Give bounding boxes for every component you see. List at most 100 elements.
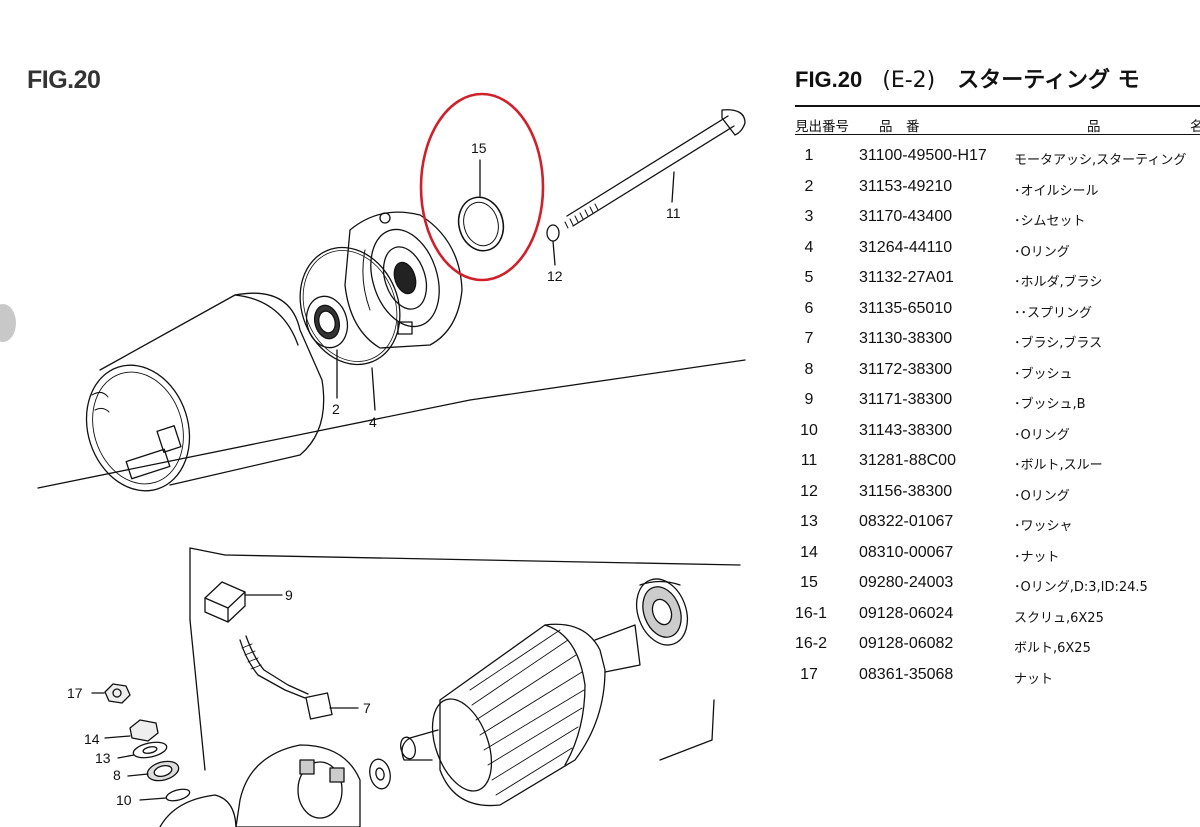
row-number: 13 xyxy=(800,513,818,530)
title-code: (E-2) xyxy=(882,68,936,93)
row-number: 10 xyxy=(800,421,818,439)
row-number: 14 xyxy=(800,543,818,561)
row-part-number: 09128-06024 xyxy=(859,604,954,622)
oil-seal xyxy=(305,295,349,399)
callout-10: 10 xyxy=(116,792,132,808)
row-part-number: 31281-88C00 xyxy=(859,452,956,469)
callout-17: 17 xyxy=(67,685,83,701)
row-part-number: 31264-44110 xyxy=(859,238,953,256)
o-ring-4 xyxy=(299,246,401,411)
row-description: ･オイルシール xyxy=(1014,183,1099,199)
header-extra: 名 xyxy=(1190,119,1200,135)
diagram-frame xyxy=(37,359,746,771)
row-number: 1 xyxy=(804,147,814,164)
armature xyxy=(400,623,641,807)
row-number: 8 xyxy=(804,360,814,378)
row-description: ･Oリング xyxy=(1014,244,1070,260)
row-part-number: 31132-27A01 xyxy=(859,269,954,286)
title-fig: FIG.20 xyxy=(795,67,863,92)
o-ring-12 xyxy=(546,224,560,266)
callout-7: 7 xyxy=(363,700,371,716)
row-number: 15 xyxy=(800,574,818,591)
row-description: ･ボルト,スルー xyxy=(1014,458,1103,473)
figure-label: FIG.20 xyxy=(27,66,101,94)
armature-bearing xyxy=(635,578,689,646)
end-cover xyxy=(344,211,463,349)
row-part-number: 31100-49500-H17 xyxy=(859,147,987,164)
row-description: スクリュ,6X25 xyxy=(1014,610,1104,626)
row-description: ･ブラシ,ブラス xyxy=(1014,336,1103,351)
table-row: 11 31281-88C00 ･ボルト,スルー xyxy=(795,447,1200,478)
table-row: 10 31143-38300 ･Oリング xyxy=(795,417,1200,448)
row-description: ･ホルダ,ブラシ xyxy=(1014,275,1103,290)
callout-9: 9 xyxy=(285,587,293,603)
row-number: 2 xyxy=(804,177,814,195)
row-description: ボルト,6X25 xyxy=(1014,641,1091,656)
row-part-number: 08361-35068 xyxy=(859,665,954,683)
bushing-b xyxy=(204,581,283,623)
header-part: 品 番 xyxy=(879,119,920,135)
row-number: 9 xyxy=(804,391,814,408)
table-row: 1 31100-49500-H17 モータアッシ,スターティング xyxy=(795,142,1200,173)
callout-11: 11 xyxy=(666,205,681,221)
table-header: 見出番号 品 番 品 名 xyxy=(795,115,1200,135)
row-number: 3 xyxy=(804,208,814,225)
title-rule xyxy=(795,105,1200,107)
row-part-number: 31156-38300 xyxy=(859,482,953,500)
row-part-number: 09128-06082 xyxy=(859,635,954,652)
callout-labels: 15 11 12 2 4 9 7 17 14 13 8 10 xyxy=(67,140,681,808)
table-row: 15 09280-24003 ･Oリング,D:3,ID:24.5 xyxy=(795,569,1200,600)
row-description: モータアッシ,スターティング xyxy=(1014,153,1187,168)
header-ref: 見出番号 xyxy=(795,119,849,135)
row-number: 5 xyxy=(804,269,814,286)
scroll-handle[interactable] xyxy=(0,304,16,342)
row-number: 16-2 xyxy=(795,635,828,652)
row-part-number: 08310-00067 xyxy=(859,543,954,561)
row-part-number: 31143-38300 xyxy=(859,421,953,439)
callout-2: 2 xyxy=(332,401,340,417)
row-description: ･ナット xyxy=(1014,549,1060,565)
callout-15: 15 xyxy=(471,140,487,156)
callout-12: 12 xyxy=(547,268,563,284)
row-description: ･ブッシュ,B xyxy=(1014,397,1086,412)
nut-17 xyxy=(91,683,131,704)
table-row: 5 31132-27A01 ･ホルダ,ブラシ xyxy=(795,264,1200,295)
table-row: 16-2 09128-06082 ボルト,6X25 xyxy=(795,630,1200,661)
callout-4: 4 xyxy=(369,414,377,430)
row-number: 4 xyxy=(804,238,814,256)
row-number: 11 xyxy=(800,452,818,469)
callout-8: 8 xyxy=(113,767,121,783)
row-description: ･ワッシャ xyxy=(1014,519,1073,534)
row-part-number: 31135-65010 xyxy=(859,299,953,317)
brush-holder xyxy=(159,744,361,827)
highlight-circle xyxy=(419,92,545,282)
row-part-number: 31130-38300 xyxy=(859,330,953,347)
brush xyxy=(239,635,359,720)
row-part-number: 09280-24003 xyxy=(859,574,954,591)
parts-list-title: FIG.20 (E-2) スターティング モ xyxy=(795,62,1200,98)
row-number: 12 xyxy=(800,482,818,500)
bushing-8 xyxy=(127,760,180,782)
row-description: ･ブッシュ xyxy=(1014,366,1073,382)
row-description: ･シムセット xyxy=(1014,214,1086,229)
callout-14: 14 xyxy=(84,731,100,747)
nut-14 xyxy=(104,719,159,742)
table-row: 14 08310-00067 ･ナット xyxy=(795,539,1200,570)
motor-housing xyxy=(85,292,325,492)
row-description: ･Oリング,D:3,ID:24.5 xyxy=(1014,580,1148,595)
row-description: ･Oリング xyxy=(1014,427,1070,443)
o-ring-15 xyxy=(457,159,505,252)
washer-13 xyxy=(117,741,168,759)
